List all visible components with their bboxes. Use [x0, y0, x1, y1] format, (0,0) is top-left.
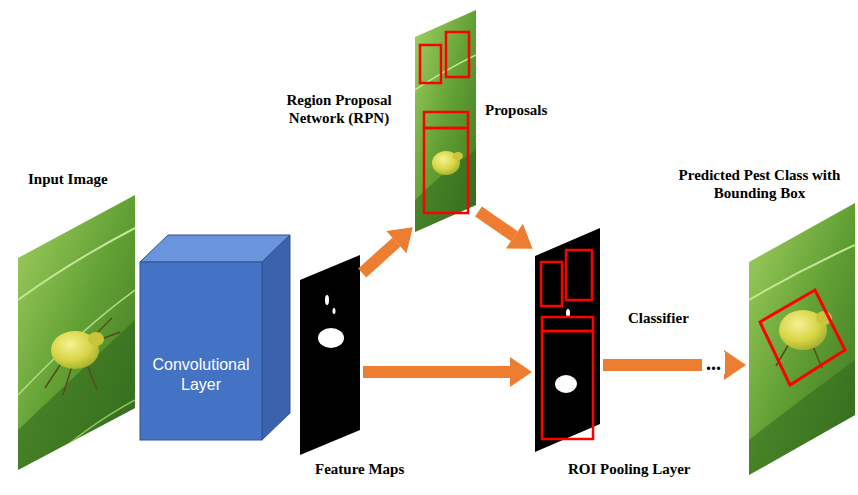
arrow-shaft — [478, 212, 514, 237]
arrow-shaft — [363, 366, 510, 378]
convolution-cube — [140, 235, 290, 440]
image-label: Input Image — [28, 170, 148, 188]
feature-map — [300, 255, 360, 455]
map-label: Feature Maps — [315, 460, 445, 478]
edge-label: Classifier — [628, 309, 689, 327]
arrow-connector — [362, 227, 413, 273]
input-photo — [18, 195, 135, 470]
network-label: Region Proposal Network (RPN) — [269, 91, 409, 127]
convolution-layer: Convolutional Layer — [140, 235, 292, 442]
arrow-shaft — [362, 242, 396, 273]
roi-map — [535, 228, 600, 452]
arrow-head — [506, 224, 533, 249]
output-image: Predicted Pest Class with Bounding Box — [749, 203, 855, 475]
feature-maps: Feature Maps — [300, 255, 360, 455]
arrow-head — [724, 350, 746, 380]
proposal-image: Region Proposal Network (RPN)Proposals — [415, 10, 476, 232]
output-photo — [749, 203, 855, 475]
arrow-head — [386, 227, 412, 253]
ellipsis-label: ... — [702, 352, 725, 374]
roi-pooling: ROI Pooling Layer — [535, 228, 600, 452]
arrow-connector — [478, 212, 532, 249]
input-image: Input Image — [18, 195, 135, 470]
arrow-connector — [363, 357, 532, 387]
proposal-photo — [415, 10, 476, 232]
arrow-head — [510, 357, 532, 387]
output-label: Predicted Pest Class with Bounding Box — [677, 166, 842, 202]
layer-label: ROI Pooling Layer — [568, 460, 718, 478]
arrow-connector — [603, 350, 746, 380]
layer-label: Convolutional Layer — [146, 355, 256, 395]
proposals-label: Proposals — [485, 101, 575, 119]
